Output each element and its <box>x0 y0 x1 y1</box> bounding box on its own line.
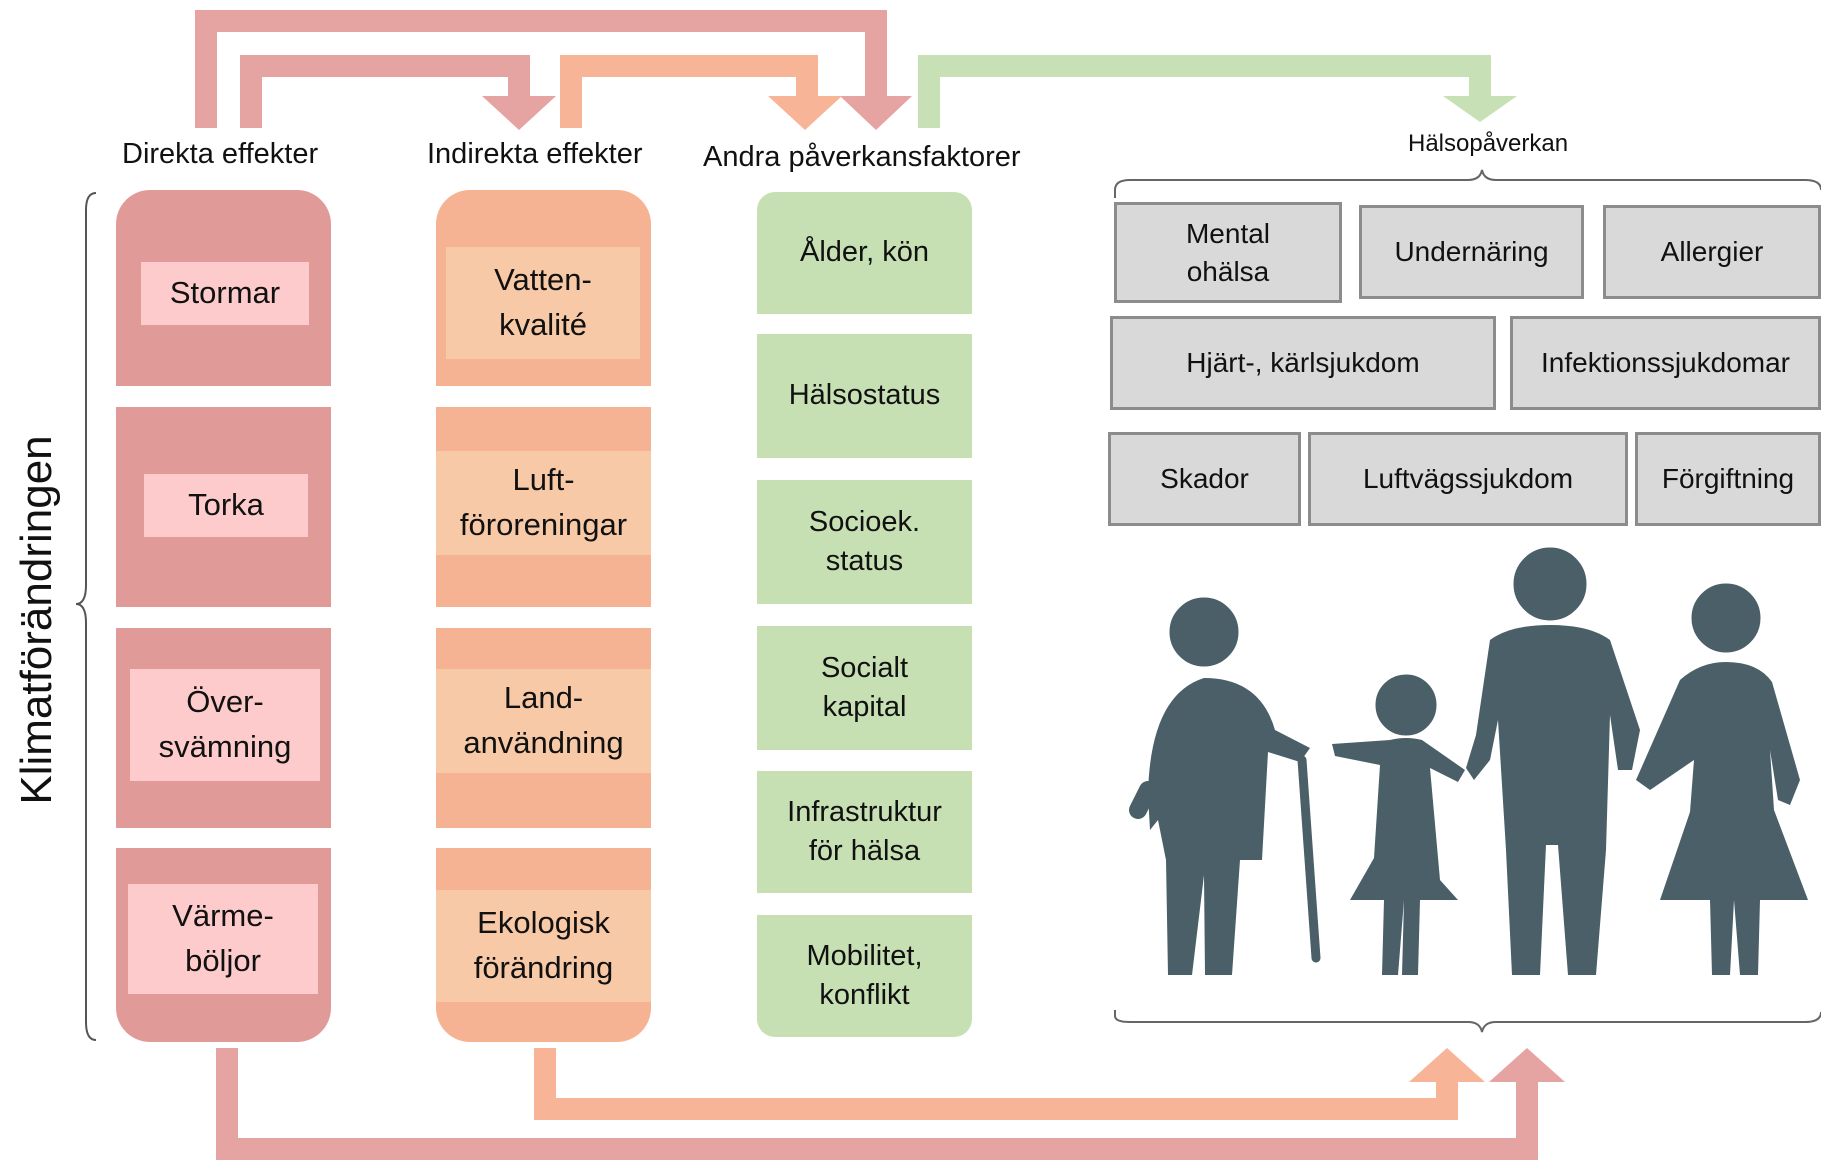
other-factor-item: Socioek. status <box>757 480 972 604</box>
health-impact-box: Skador <box>1108 432 1301 526</box>
top-arrow-direct-to-indirect <box>240 55 556 130</box>
direct-item: Torka <box>144 474 308 537</box>
direct-item: Värme- böljor <box>128 884 318 994</box>
direct-item: Stormar <box>141 262 309 325</box>
other-factor-item: Hälsostatus <box>757 334 972 458</box>
other-factor-item: Mobilitet, konflikt <box>757 915 972 1037</box>
health-bottom-brace <box>1114 1010 1821 1033</box>
health-top-brace <box>1114 169 1821 198</box>
top-arrow-direct-to-other <box>195 10 912 130</box>
health-impact-box: Mental ohälsa <box>1114 202 1342 303</box>
side-label-climate-change: Klimatförändringen <box>12 435 61 805</box>
health-impact-box: Hjärt-, kärlsjukdom <box>1110 316 1496 410</box>
column-title-indirect: Indirekta effekter <box>427 138 643 170</box>
health-title: Hälsopåverkan <box>1408 130 1569 157</box>
left-brace <box>75 192 97 1041</box>
bottom-arrow-direct-to-health <box>216 1048 1565 1160</box>
health-impact-box: Allergier <box>1603 205 1821 299</box>
indirect-item: Land- användning <box>436 669 651 773</box>
other-factor-item: Socialt kapital <box>757 626 972 750</box>
other-factor-item: Ålder, kön <box>757 192 972 314</box>
other-factor-item: Infrastruktur för hälsa <box>757 771 972 893</box>
health-impact-box: Förgiftning <box>1635 432 1821 526</box>
indirect-item: Ekologisk förändring <box>436 890 651 1002</box>
top-arrow-other-to-health <box>918 55 1517 128</box>
top-arrow-indirect-to-other <box>560 55 842 130</box>
health-impact-box: Infektionssjukdomar <box>1510 316 1821 410</box>
column-title-direct: Direkta effekter <box>122 138 319 170</box>
bottom-arrow-indirect-to-health <box>534 1048 1485 1120</box>
indirect-item: Luft- föroreningar <box>436 451 651 555</box>
direct-item: Över- svämning <box>130 669 320 781</box>
family-people-icon <box>1129 547 1808 975</box>
column-title-other: Andra påverkansfaktorer <box>703 141 1021 173</box>
health-impact-box: Undernäring <box>1359 205 1584 299</box>
health-impact-box: Luftvägssjukdom <box>1308 432 1628 526</box>
indirect-item: Vatten- kvalité <box>446 247 640 359</box>
